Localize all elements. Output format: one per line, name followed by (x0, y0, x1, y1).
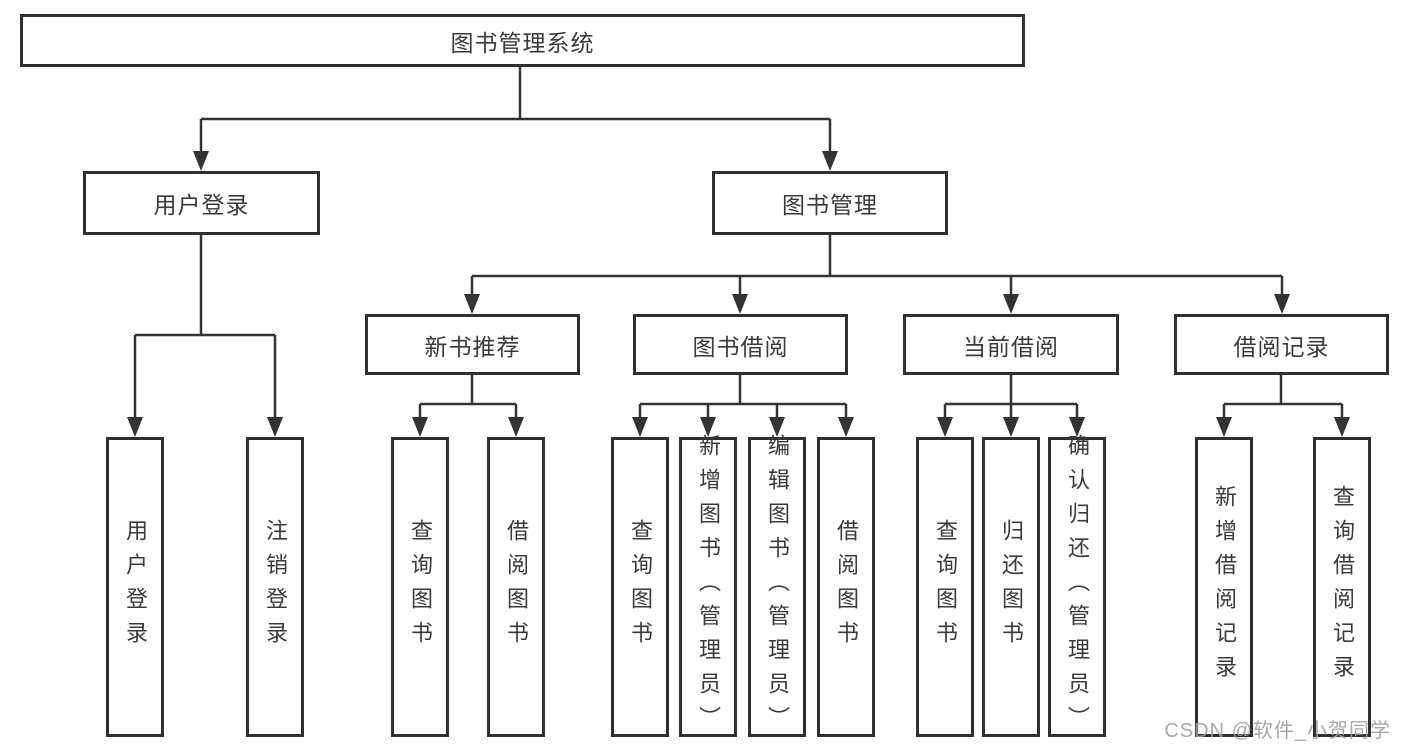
leaf-return-book-label: 归还图书 (999, 519, 1024, 655)
node-book-borrow-label: 图书借阅 (692, 333, 789, 360)
arrowhead (1003, 294, 1019, 314)
arrowhead (464, 294, 480, 314)
node-new-book-recommend: 新书推荐 (365, 314, 580, 375)
arrowhead (822, 151, 838, 171)
arrowhead (1216, 417, 1232, 437)
leaf-add-book-admin: 新增图书（管理员） (679, 434, 737, 740)
leaf-query-books-3-label: 查询图书 (933, 519, 958, 655)
connector-borrow-records (1222, 375, 1344, 419)
leaf-query-books-3: 查询图书 (916, 437, 974, 737)
node-new-book-recommend-label: 新书推荐 (424, 333, 521, 360)
csdn-watermark: CSDN @软件_小贺同学 (1164, 720, 1391, 742)
leaf-confirm-return-admin-label: 确认归还（管理员） (1065, 434, 1090, 740)
arrowhead (508, 417, 524, 437)
leaf-borrow-books-2: 借阅图书 (817, 437, 875, 737)
leaf-borrow-books-1: 借阅图书 (487, 437, 545, 737)
leaf-borrow-books-2-label: 借阅图书 (834, 519, 859, 655)
arrowhead (267, 417, 283, 437)
node-book-borrow: 图书借阅 (633, 314, 848, 375)
connector-book-management (470, 235, 1284, 296)
connector-current-borrow (943, 375, 1079, 419)
leaf-add-borrow-record: 新增借阅记录 (1195, 437, 1253, 737)
arrowhead (1274, 294, 1290, 314)
leaf-query-books-1: 查询图书 (391, 437, 449, 737)
arrowhead (838, 417, 854, 437)
arrowhead (1003, 417, 1019, 437)
node-book-management: 图书管理 (712, 171, 948, 235)
node-book-management-label: 图书管理 (782, 192, 878, 218)
node-user-login: 用户登录 (83, 171, 320, 235)
leaf-query-books-2-label: 查询图书 (628, 519, 653, 655)
connector-book-borrow (638, 375, 848, 419)
connector-user-login (133, 235, 277, 419)
arrowhead (412, 417, 428, 437)
arrowhead (732, 294, 748, 314)
node-root-label: 图书管理系统 (450, 29, 595, 56)
arrowhead (700, 417, 716, 437)
leaf-logout: 注销登录 (246, 437, 304, 737)
leaf-query-borrow-record-label: 查询借阅记录 (1330, 485, 1355, 689)
node-current-borrow-label: 当前借阅 (963, 333, 1059, 360)
node-borrow-records-label: 借阅记录 (1233, 333, 1330, 360)
leaf-borrow-books-1-label: 借阅图书 (504, 519, 529, 655)
arrowhead (769, 417, 785, 437)
leaf-edit-book-admin-label: 编辑图书（管理员） (765, 434, 790, 740)
leaf-add-borrow-record-label: 新增借阅记录 (1212, 485, 1237, 689)
leaf-user-login-label: 用户登录 (123, 519, 148, 655)
arrowhead (1069, 417, 1085, 437)
connector-root (199, 67, 832, 153)
arrowhead (937, 417, 953, 437)
leaf-query-borrow-record: 查询借阅记录 (1313, 437, 1371, 737)
leaf-return-book: 归还图书 (982, 437, 1040, 737)
leaf-query-books-1-label: 查询图书 (408, 519, 433, 655)
arrowhead (1334, 417, 1350, 437)
node-user-login-label: 用户登录 (153, 192, 250, 218)
node-current-borrow: 当前借阅 (903, 314, 1119, 375)
arrowhead (127, 417, 143, 437)
node-borrow-records: 借阅记录 (1174, 314, 1389, 375)
leaf-logout-label: 注销登录 (263, 519, 288, 655)
leaf-edit-book-admin: 编辑图书（管理员） (748, 434, 806, 740)
leaf-confirm-return-admin: 确认归还（管理员） (1048, 434, 1106, 740)
connector-new-book-recommend (418, 375, 518, 419)
arrowhead (632, 417, 648, 437)
leaf-user-login: 用户登录 (106, 437, 164, 737)
arrowhead (193, 151, 209, 171)
leaf-add-book-admin-label: 新增图书（管理员） (696, 434, 721, 740)
node-root: 图书管理系统 (20, 14, 1025, 67)
leaf-query-books-2: 查询图书 (611, 437, 669, 737)
